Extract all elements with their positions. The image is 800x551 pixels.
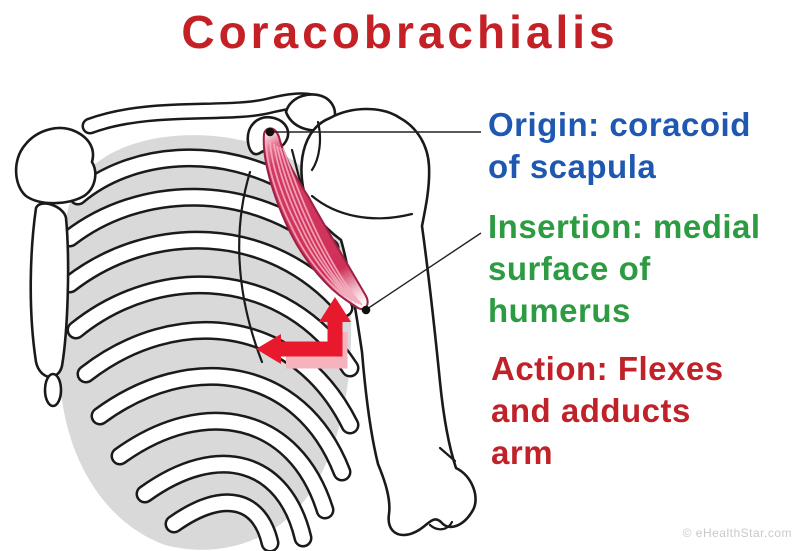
arrow-head-left: [256, 334, 281, 364]
arrow-head-up: [319, 297, 351, 322]
manubrium: [14, 126, 97, 205]
sternum: [14, 126, 97, 408]
xiphoid-process: [43, 372, 63, 408]
anatomical-neck-line: [310, 194, 414, 220]
rib-cage: [56, 135, 351, 550]
motion-arrow-icon: [256, 297, 351, 369]
coracobrachialis-muscle: [262, 127, 369, 310]
insertion-label: Insertion: medial surface of humerus: [488, 208, 761, 329]
humerus: [300, 107, 477, 537]
page-title: Coracobrachialis: [181, 6, 619, 58]
watermark: © eHealthStar.com: [682, 526, 792, 540]
action-label: Action: Flexes and adducts arm: [491, 350, 724, 471]
humerus-outline: [300, 107, 477, 537]
insertion-leader-line: [366, 232, 482, 310]
clavicle: [90, 94, 337, 130]
scapula-lateral-border: [238, 170, 264, 364]
arrow-shaft: [272, 318, 343, 357]
muscle-belly: [262, 127, 369, 310]
origin-label: Origin: coracoid of scapula: [488, 106, 751, 185]
sternum-body: [29, 202, 70, 379]
capitulum-line: [428, 520, 454, 531]
origin-marker-dot: [265, 127, 275, 137]
greater-tubercle-line: [310, 120, 322, 172]
supracondylar-line: [438, 446, 457, 463]
muscle-striations: [265, 139, 363, 306]
insertion-marker-dot: [361, 305, 371, 315]
annotations: [265, 127, 482, 315]
